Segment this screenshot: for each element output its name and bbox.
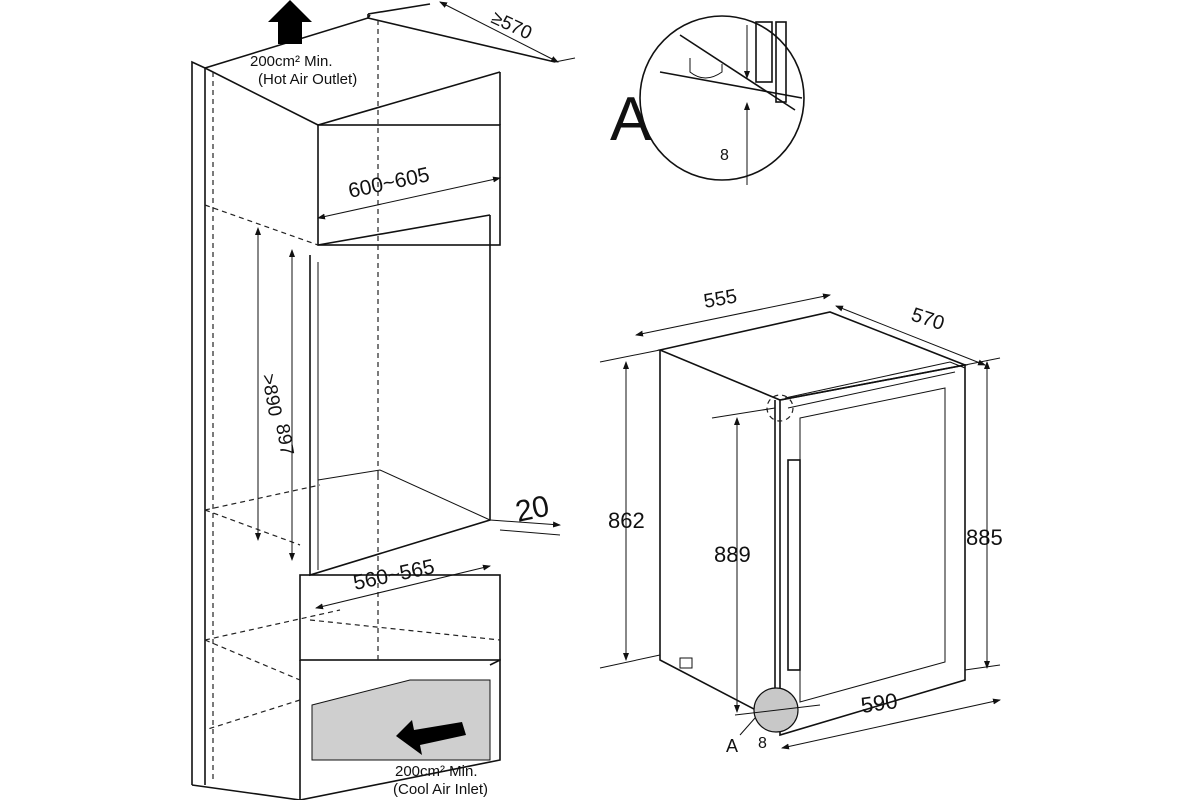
gap-label: 20 — [513, 490, 553, 529]
hot-air-area-label: 200cm² Min. — [250, 53, 333, 70]
cool-air-arrow-icon — [396, 720, 466, 755]
wine-cooler — [657, 311, 968, 737]
cool-air-area-label: 200cm² Min. — [395, 763, 478, 780]
body-height-label: 862 — [608, 508, 645, 533]
appliance-detail-ref-label: A — [726, 736, 738, 756]
detail-a-label: A — [610, 85, 652, 154]
total-height-label: 885 — [966, 525, 1003, 550]
appliance-width-label: 555 — [702, 285, 739, 312]
hot-air-arrow-icon — [268, 0, 312, 44]
detail-a-view — [639, 15, 805, 185]
cool-air-inlet-label: (Cool Air Inlet) — [393, 781, 488, 798]
door-height-label: 889 — [714, 542, 751, 567]
appliance-detail-gap-label: 8 — [758, 735, 767, 752]
niche-height-min-label: >890 — [257, 372, 285, 418]
door-width-label: 590 — [859, 688, 899, 718]
appliance-depth-label: 570 — [908, 304, 947, 335]
built-in-cabinet — [191, 3, 556, 800]
detail-gap-label: 8 — [720, 147, 729, 164]
niche-height-label: 897 — [271, 422, 297, 457]
hot-air-outlet-label: (Hot Air Outlet) — [258, 71, 357, 88]
top-width-label: 600~605 — [346, 163, 431, 203]
